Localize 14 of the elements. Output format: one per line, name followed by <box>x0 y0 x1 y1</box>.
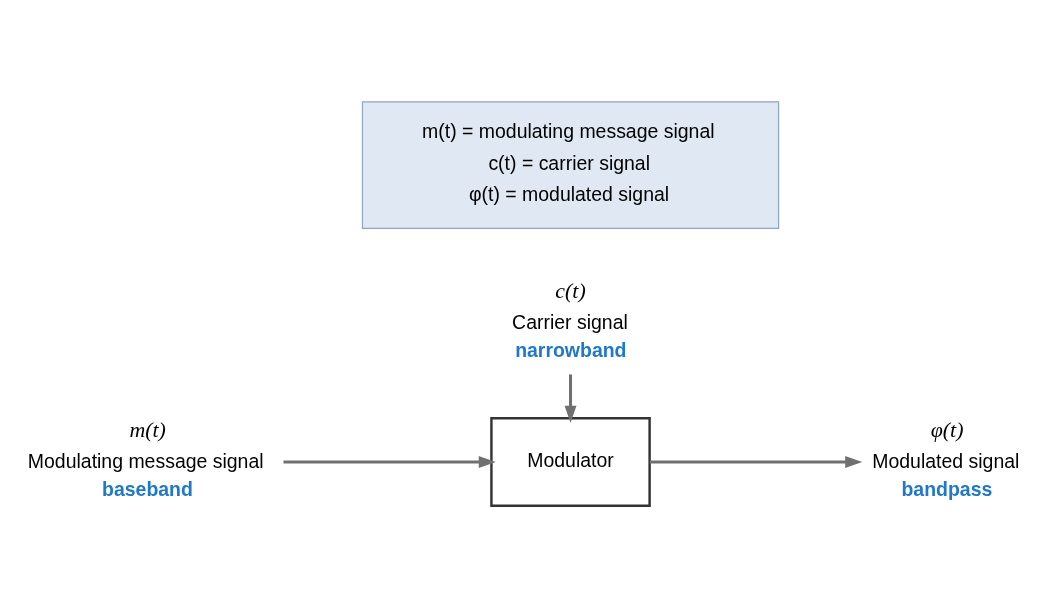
node-label: bandpass <box>901 477 993 500</box>
arrow <box>649 456 863 468</box>
node-box: m(t) = modulating message signal c(t) = carrier signal φ(t) = modulated signal <box>361 101 780 229</box>
node-text: φ(t) <box>930 416 964 442</box>
node-label: Modulating message signal <box>27 449 264 472</box>
arrow <box>283 456 496 468</box>
node-text: c(t) <box>555 278 586 304</box>
node-label: Modulated signal <box>872 449 1020 472</box>
node-text: m(t) <box>129 416 166 442</box>
arrow <box>564 374 577 423</box>
node-label: baseband <box>102 477 193 500</box>
node-label: Carrier signal <box>512 311 628 334</box>
node-label: narrowband <box>515 339 627 362</box>
node-box: Modulator <box>490 417 651 508</box>
